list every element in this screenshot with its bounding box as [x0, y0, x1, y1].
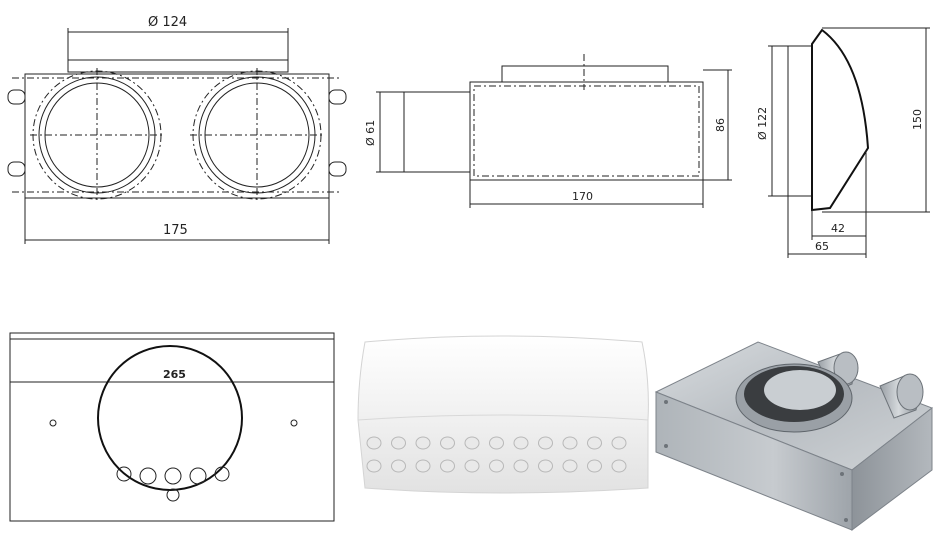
cover-hole	[366, 459, 382, 473]
cover-hole-grid	[366, 436, 627, 473]
dim-cover-height: 150	[911, 109, 924, 130]
cover-hole	[513, 436, 529, 450]
cover-hole	[391, 459, 406, 473]
dim-cover-outlet-diameter: Ø 122	[756, 107, 769, 140]
cover-hole	[587, 459, 602, 473]
cover-hole	[538, 436, 553, 450]
plenum-box-illustration	[654, 341, 934, 531]
cover-hole	[489, 436, 504, 450]
dim-side-height: 86	[714, 118, 727, 132]
dim-side-length: 170	[572, 190, 593, 203]
dim-front-width: 175	[163, 223, 188, 238]
cover-product-illustration	[357, 335, 649, 494]
cover-hole	[562, 436, 578, 450]
cover-hole	[440, 459, 455, 473]
plate-drawing: 265	[9, 332, 335, 522]
dim-cover-depth-inner: 42	[831, 222, 845, 235]
side-view-drawing: Ø 61 86 170	[364, 54, 732, 208]
cover-hole	[611, 436, 627, 450]
front-view-drawing: Ø 124 175	[7, 15, 347, 244]
dim-plate-width: 265	[163, 368, 186, 381]
cover-hole	[366, 436, 382, 450]
dim-cover-depth-outer: 65	[815, 240, 829, 253]
cover-profile-drawing: Ø 122 150 42 65	[756, 27, 930, 258]
cover-hole	[464, 436, 480, 450]
dim-side-inlet-diameter: Ø 61	[364, 120, 377, 146]
dim-front-outlet-diameter: Ø 124	[148, 15, 187, 30]
cover-hole	[489, 459, 504, 473]
cover-hole	[587, 436, 602, 450]
cover-hole	[415, 436, 431, 450]
cover-hole	[611, 459, 627, 473]
cover-hole	[391, 436, 406, 450]
cover-hole	[513, 459, 529, 473]
cover-hole	[538, 459, 553, 473]
cover-hole	[415, 459, 431, 473]
cover-hole	[562, 459, 578, 473]
cover-hole	[440, 436, 455, 450]
cover-hole	[464, 459, 480, 473]
